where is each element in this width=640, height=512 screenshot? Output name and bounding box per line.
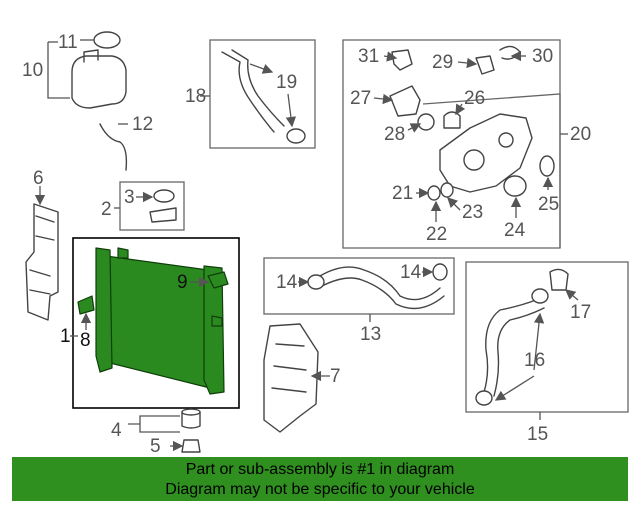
callout-4: 4 xyxy=(111,420,122,441)
cap-part xyxy=(153,189,175,203)
clamp-14b xyxy=(432,263,448,281)
shroud-7: 7 xyxy=(263,323,341,433)
callout-28: 28 xyxy=(384,124,405,145)
box-2 xyxy=(119,181,185,231)
air-guard-6: 6 xyxy=(25,168,59,321)
radiator-right-tank xyxy=(203,265,225,395)
clamp-19 xyxy=(286,128,306,144)
clamp-16b xyxy=(475,390,493,406)
reservoir-cap xyxy=(93,31,121,49)
reservoir-tank xyxy=(71,55,127,109)
reservoir-group: 11 10 12 xyxy=(22,31,153,171)
callout-17: 17 xyxy=(570,302,591,323)
callout-8: 8 xyxy=(80,330,91,351)
oring-21 xyxy=(427,185,441,201)
callout-19: 19 xyxy=(276,72,297,93)
bracket-part xyxy=(149,207,177,223)
radiator-left-tank xyxy=(95,247,113,373)
hose-box-18: 18 19 xyxy=(185,39,316,149)
callout-20: 20 xyxy=(570,124,591,145)
callout-13: 13 xyxy=(360,324,381,345)
oring-28 xyxy=(417,113,435,131)
callout-23: 23 xyxy=(462,202,483,223)
leader-10 xyxy=(47,42,70,99)
lower-hose xyxy=(319,266,441,301)
callout-22: 22 xyxy=(426,224,447,245)
callout-3: 3 xyxy=(124,187,135,208)
callout-11: 11 xyxy=(58,32,78,53)
callout-30: 30 xyxy=(532,46,553,67)
callout-6: 6 xyxy=(33,168,44,189)
callout-9: 9 xyxy=(177,272,188,293)
shroud-panel xyxy=(263,323,319,433)
thermostat-26 xyxy=(443,111,461,129)
gasket-25 xyxy=(539,155,555,177)
drain-plug-9 xyxy=(207,271,229,289)
banner-line-1: Part or sub-assembly is #1 in diagram xyxy=(185,461,455,478)
connector-17 xyxy=(549,268,569,291)
cap-group-4-5: 4 5 xyxy=(111,408,201,457)
banner-line-2: Diagram may not be specific to your vehi… xyxy=(165,481,475,498)
callout-7: 7 xyxy=(330,366,341,387)
hose-box-15: 17 16 15 xyxy=(465,261,629,445)
oring-23 xyxy=(440,182,454,198)
cap-4 xyxy=(181,411,201,429)
cap-5 xyxy=(181,439,201,453)
callout-14-right: 14 xyxy=(400,262,422,283)
callout-29: 29 xyxy=(432,52,453,73)
bypass-hose xyxy=(483,299,537,393)
clip-30 xyxy=(499,45,521,60)
bracket-8 xyxy=(77,295,95,315)
box-13 xyxy=(263,257,455,315)
callout-16: 16 xyxy=(524,350,545,371)
callout-14-left: 14 xyxy=(276,272,298,293)
callout-10: 10 xyxy=(22,60,43,81)
info-banner: Part or sub-assembly is #1 in diagram Di… xyxy=(12,457,628,501)
callout-27: 27 xyxy=(350,88,371,109)
box-1 xyxy=(72,237,240,409)
callout-31: 31 xyxy=(358,46,379,67)
box-15 xyxy=(465,261,629,413)
callout-2: 2 xyxy=(101,199,112,220)
callout-25: 25 xyxy=(538,194,559,215)
clamp-16a xyxy=(531,288,549,304)
hose-box-13: 14 14 13 xyxy=(263,257,455,345)
box-20-inner xyxy=(422,93,561,248)
callout-15: 15 xyxy=(527,424,548,445)
cap-box-group: 2 3 xyxy=(101,181,185,231)
oring-24 xyxy=(503,175,527,197)
callout-1: 1 xyxy=(60,326,71,347)
clamp-14a xyxy=(307,274,325,290)
radiator-group: 9 1 8 xyxy=(60,237,240,409)
bracket-31 xyxy=(391,49,413,71)
thermostat-box-20: 31 29 30 27 26 28 20 21 23 25 22 24 xyxy=(342,39,591,249)
outlet-27 xyxy=(389,85,421,117)
callout-26: 26 xyxy=(464,88,485,109)
upper-hose xyxy=(221,51,275,133)
reservoir-neck xyxy=(83,49,99,63)
callout-24: 24 xyxy=(504,220,526,241)
sensor-29 xyxy=(475,55,495,75)
box-18 xyxy=(209,39,316,149)
radiator-core xyxy=(105,255,211,389)
callout-5: 5 xyxy=(150,436,161,457)
callout-12: 12 xyxy=(132,114,153,135)
callout-18: 18 xyxy=(185,86,206,107)
reservoir-hose xyxy=(99,123,128,171)
callout-21: 21 xyxy=(392,183,413,204)
